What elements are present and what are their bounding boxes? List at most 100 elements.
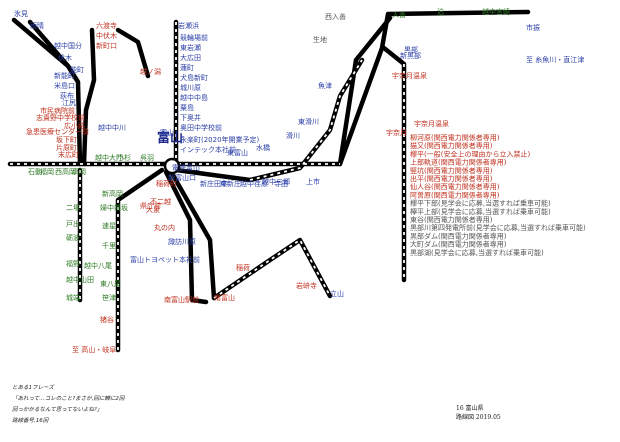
route-link-line: [27, 19, 71, 69]
station-label: 滑川: [286, 131, 300, 140]
station-label: 大広田: [180, 53, 201, 62]
footnote-line1: とある1フレーズ: [12, 385, 54, 391]
gorge-station-entry: 大町ダム(関西電力関係者専用): [410, 240, 507, 249]
station-label: 大泉: [146, 205, 160, 214]
station-label: 生地: [313, 35, 327, 44]
station-label: 新庄田中: [200, 179, 228, 188]
station-label: 立山: [330, 289, 344, 298]
station-label: 岩瀬浜: [178, 21, 199, 30]
station-label: 上市: [306, 177, 320, 186]
station-label: 広小路: [64, 121, 85, 130]
station-label: 越中中川: [98, 123, 126, 132]
gorge-station-entry: 黒部湖(見学会に応募,当選すれば乗車可能): [410, 248, 544, 257]
station-label: 永楽町(2020年開業予定): [180, 135, 260, 144]
station-label: 片原町: [56, 143, 77, 152]
station-label: 新富山口: [168, 173, 196, 182]
footnote-line3: 回っかかるなんて思ってないよね?」: [12, 407, 103, 413]
city-label: 富山: [157, 130, 183, 146]
station-label: 中伏木: [96, 31, 117, 40]
station-label: 荻布: [60, 91, 74, 100]
station-label: 戸出: [66, 219, 80, 228]
station-label: 伏木: [58, 53, 72, 62]
station-label: 二塚: [66, 203, 80, 212]
footnote-line4: 路線番号,16回: [12, 418, 49, 424]
station-label: 東富山: [227, 148, 248, 157]
station-label: 越中山田: [66, 275, 94, 284]
gorge-station-entry: 欅平(一般(安全上の理由から立入禁止): [410, 149, 530, 158]
station-label: 東新庄: [220, 179, 241, 188]
station-label: 寺田: [274, 180, 288, 188]
station-labels: 泊越中宮崎入善西入善生地黒部魚津東滑川滑川水橋東富山富山呉羽小杉越中大門高岡西高…: [14, 7, 584, 354]
station-label: 砺波: [66, 233, 80, 242]
gorge-station-list: 柳河原(関西電力関係者専用)猫又(関西電力関係者専用)欅平(一般(安全上の理由か…: [410, 133, 586, 257]
station-label: 城端: [66, 293, 80, 302]
station-label: 蓮町: [180, 63, 194, 72]
gorge-station-entry: 出平(関西電力関係者専用): [410, 174, 493, 183]
route-ticks: [10, 22, 405, 350]
route-gorge-line: [381, 45, 407, 283]
station-label: 市民病院前: [40, 106, 75, 115]
station-label: 六渡寺: [96, 21, 117, 30]
gorge-station-entry: 阿曽原(関西電力関係者専用): [410, 190, 500, 199]
station-label: 丸の内: [154, 223, 175, 232]
route-newport-line: [115, 27, 151, 79]
station-label: 稲荷: [236, 263, 250, 272]
station-label: 末広町: [58, 150, 79, 159]
station-label: 新能町: [54, 71, 75, 80]
station-label: 諏訪川原: [168, 237, 196, 246]
station-label: 岩峅寺: [296, 281, 317, 290]
station-label: 城川原: [180, 84, 201, 92]
station-label: 南富山: [214, 293, 235, 302]
station-label: 坂下町: [56, 135, 77, 144]
station-label: 越中宮崎: [482, 7, 510, 16]
station-label: 魚津: [318, 81, 332, 90]
station-label: 越中三郷: [262, 177, 290, 186]
station-label: 雨晴: [30, 21, 44, 30]
credit-date: 路線図 2019.05: [456, 414, 501, 421]
station-label: 高岡: [72, 167, 86, 176]
station-label: 越ノ潟: [140, 67, 161, 76]
station-label: 笹津: [102, 293, 116, 302]
gorge-station-entry: 柳河原(関西電力関係者専用): [410, 133, 500, 142]
station-label: 東滑川: [298, 117, 319, 126]
route-coastal-line: [337, 15, 393, 167]
station-label: 不二越: [150, 197, 171, 206]
route-manyo-line: [81, 27, 97, 167]
station-label: 新高岡: [102, 189, 123, 198]
tick-chitetsu: [249, 59, 363, 181]
station-label: 黒部: [404, 45, 418, 54]
station-label: 新町口: [96, 41, 117, 50]
gorge-station-entry: 欅平下部(見学会に応募,当選すれば乗車可能): [410, 199, 551, 208]
station-label: 泊: [437, 7, 444, 16]
station-label: 競輪場前: [180, 33, 208, 42]
station-label: 南富山駅前: [164, 295, 199, 304]
station-label: 福野: [66, 259, 80, 268]
station-label: 猪谷: [100, 315, 114, 324]
station-label: 西入善: [325, 12, 346, 21]
gorge-station-entry: 竪坑(関西電力関係者専用): [410, 166, 493, 175]
credit-title: 16 富山県: [456, 405, 484, 412]
station-label: 新黒部: [400, 51, 421, 60]
tick-tateyama: [213, 238, 331, 299]
station-label: 富山: [160, 128, 174, 137]
station-label: 越中八尾: [84, 261, 112, 270]
station-label: 越中中島: [180, 93, 208, 102]
gorge-station-entry: 欅平上部(見学会に応募,当選すれば乗車可能): [410, 207, 551, 216]
toyama-hub-marker: [163, 157, 181, 175]
station-label: 西高岡: [55, 167, 76, 176]
station-label: 小杉: [117, 153, 131, 162]
station-label: 米島口: [54, 81, 75, 90]
station-label: 至 高山・岐阜: [72, 345, 116, 354]
station-label: 水橋: [256, 143, 270, 152]
station-label: 能町: [70, 65, 84, 74]
gorge-station-entry: 黒部ダム(関西電力関係者専用): [410, 231, 507, 240]
footnote-line2: 「あれって…コレのこと?まさか,回に轢に2回: [12, 396, 125, 402]
station-label: 速星: [102, 222, 116, 230]
station-label: 越中大門: [95, 153, 123, 162]
gorge-station-entry: 猫又(関西電力関係者専用): [410, 141, 493, 150]
gorge-station-entry: 上部軌道(関西電力関係者専用): [410, 158, 507, 167]
station-label: 婦中鵜坂: [100, 203, 128, 212]
route-kamidaki-line: [167, 167, 217, 301]
station-label: 福岡: [40, 167, 54, 176]
